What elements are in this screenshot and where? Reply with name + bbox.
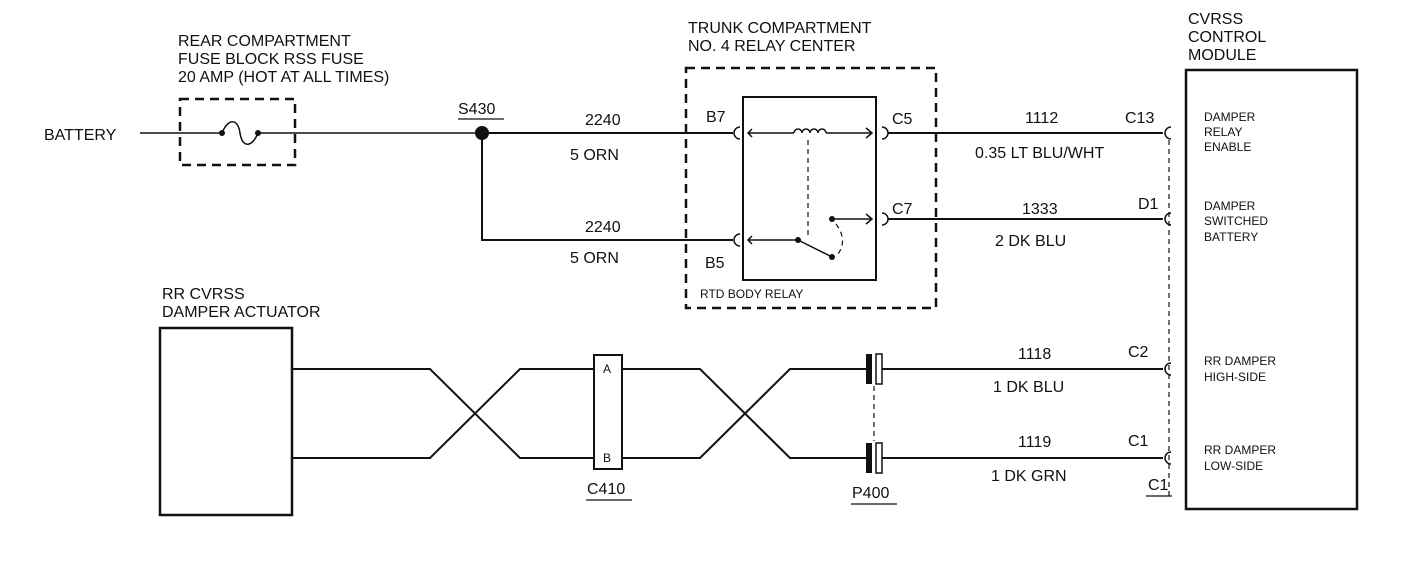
wire-1112-circuit: 1112	[1025, 110, 1058, 127]
wire-1119-desc: 1 DK GRN	[991, 468, 1067, 485]
module-title-3: MODULE	[1188, 47, 1256, 64]
wire-1118-circuit: 1118	[1018, 346, 1051, 363]
pin-c5: C5	[892, 111, 913, 128]
terminal-d1	[1164, 212, 1172, 226]
svg-text:BATTERY: BATTERY	[1204, 230, 1258, 244]
relay-box	[742, 96, 877, 281]
twisted-pair-right	[622, 368, 866, 459]
terminal-c2	[1164, 362, 1172, 376]
svg-text:DAMPER: DAMPER	[1204, 199, 1256, 213]
connector-p400	[866, 353, 883, 474]
module-input-relay-enable: DAMPER RELAY ENABLE	[1204, 110, 1256, 154]
svg-text:SWITCHED: SWITCHED	[1204, 214, 1268, 228]
pin-c7: C7	[892, 201, 913, 218]
battery-label: BATTERY	[44, 127, 117, 144]
svg-text:RELAY: RELAY	[1204, 125, 1242, 139]
wire-2240-top-circuit: 2240	[585, 112, 621, 129]
fuse-block-title-2: FUSE BLOCK RSS FUSE	[178, 51, 364, 68]
module-pin-c13: C13	[1125, 110, 1154, 127]
control-module-box	[1184, 68, 1359, 511]
module-input-low-side: RR DAMPER LOW-SIDE	[1204, 443, 1276, 473]
fuse-block-outline	[178, 97, 297, 167]
connector-c410-pin-b: B	[603, 451, 611, 465]
connector-c410-pin-a: A	[603, 362, 611, 376]
svg-text:ENABLE: ENABLE	[1204, 140, 1251, 154]
relay-coil	[746, 127, 874, 139]
relay-center-title-2: NO. 4 RELAY CENTER	[688, 38, 855, 55]
wire-2240-top-desc: 5 ORN	[570, 147, 619, 164]
connector-p400-label: P400	[852, 485, 889, 502]
pin-b7: B7	[706, 109, 726, 126]
svg-text:HIGH-SIDE: HIGH-SIDE	[1204, 370, 1266, 384]
wire-1333-desc: 2 DK BLU	[995, 233, 1066, 250]
wire-1118-desc: 1 DK BLU	[993, 379, 1064, 396]
terminal-b7	[733, 126, 741, 140]
svg-text:LOW-SIDE: LOW-SIDE	[1204, 459, 1263, 473]
module-title-2: CONTROL	[1188, 29, 1266, 46]
module-pin-d1: D1	[1138, 196, 1159, 213]
connector-c410	[593, 354, 623, 470]
module-title-1: CVRSS	[1188, 11, 1243, 28]
module-pin-c1: C1	[1128, 433, 1149, 450]
wire-2240-bottom-desc: 5 ORN	[570, 250, 619, 267]
relay-center-title-1: TRUNK COMPARTMENT	[688, 20, 872, 37]
relay-label: RTD BODY RELAY	[700, 287, 803, 301]
terminal-b5	[733, 233, 741, 247]
module-input-high-side: RR DAMPER HIGH-SIDE	[1204, 354, 1276, 384]
splice-label: S430	[458, 101, 495, 118]
fuse-block-title-1: REAR COMPARTMENT	[178, 33, 351, 50]
fuse-block-title-3: 20 AMP (HOT AT ALL TIMES)	[178, 69, 389, 86]
relay-switch	[746, 213, 874, 260]
pin-b5: B5	[705, 255, 725, 272]
actuator-title-1: RR CVRSS	[162, 286, 245, 303]
wire-1112-desc: 0.35 LT BLU/WHT	[975, 145, 1104, 162]
damper-actuator-box	[158, 326, 294, 517]
wire-2240-bottom	[481, 133, 733, 241]
wire-1119-circuit: 1119	[1018, 434, 1051, 451]
svg-text:RR DAMPER: RR DAMPER	[1204, 354, 1276, 368]
wire-2240-bottom-circuit: 2240	[585, 219, 621, 236]
module-input-switched-battery: DAMPER SWITCHED BATTERY	[1204, 199, 1268, 244]
terminal-c7	[881, 212, 889, 226]
connector-c410-label: C410	[587, 481, 625, 498]
svg-text:RR DAMPER: RR DAMPER	[1204, 443, 1276, 457]
actuator-title-2: DAMPER ACTUATOR	[162, 304, 321, 321]
fuse-symbol	[219, 121, 261, 145]
module-connector-c1: C1	[1148, 477, 1169, 494]
module-pin-c2: C2	[1128, 344, 1149, 361]
terminal-c1	[1164, 451, 1172, 465]
terminal-c13	[1164, 126, 1172, 140]
terminal-c5	[881, 126, 889, 140]
wire-1333-circuit: 1333	[1022, 201, 1058, 218]
relay-center-outline	[684, 66, 938, 310]
svg-text:DAMPER: DAMPER	[1204, 110, 1256, 124]
twisted-pair-left	[292, 368, 594, 459]
